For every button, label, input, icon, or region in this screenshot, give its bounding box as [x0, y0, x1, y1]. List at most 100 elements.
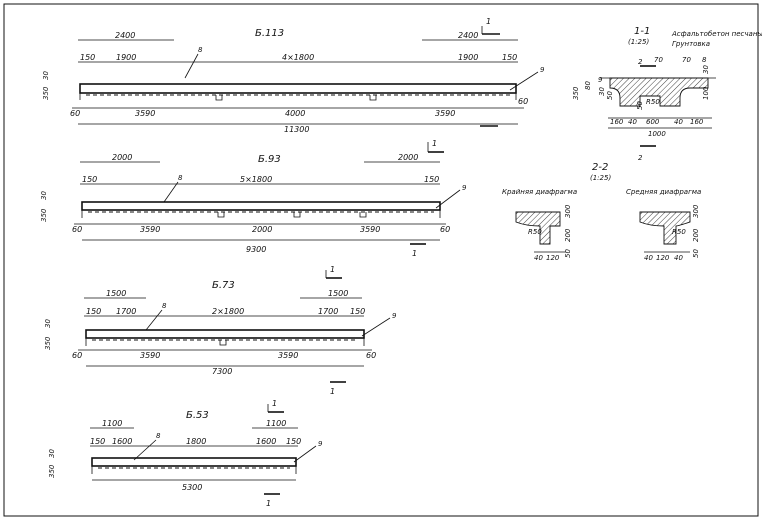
section-2-2-edge-label: Крайняя диафрагма [502, 188, 577, 196]
b113-sub-150a: 150 [80, 53, 95, 62]
b113-bottom-60b: 60 [518, 97, 528, 106]
b93-bottom-3590b: 3590 [360, 225, 380, 234]
b73-callout-9: 9 [392, 312, 397, 320]
b93-bottom-60a: 60 [72, 225, 82, 234]
b113-callout-9: 9 [540, 66, 545, 74]
b53-callout-8: 8 [156, 432, 161, 440]
b73-mark-top: 1 [330, 265, 335, 274]
section-1-1-note-top: Асфальтобетон песчаный- [671, 30, 762, 38]
b93-bottom-60b: 60 [440, 225, 450, 234]
b93-side-30: 30 [40, 191, 48, 200]
mid-300: 300 [692, 204, 700, 218]
b53-sub-150a: 150 [90, 437, 105, 446]
edge-40: 40 [534, 254, 543, 262]
b93-right-dim: 2000 [398, 153, 418, 162]
section-1-1-radius: R50 [646, 98, 660, 106]
section-1-1-80: 80 [584, 81, 592, 90]
b73-sub-1700a: 1700 [116, 307, 136, 316]
b53-mark-top: 1 [272, 399, 277, 408]
beam-b93-title: Б.93 [258, 154, 281, 165]
b53-mark-bottom: 1 [266, 499, 271, 508]
section-1-1-b40b: 40 [674, 118, 683, 126]
b73-bottom-60b: 60 [366, 351, 376, 360]
b53-right-dim: 1100 [266, 419, 286, 428]
mid-diaphragm-shape [639, 211, 691, 245]
mid-40b: 40 [674, 254, 683, 262]
b93-sub-5x1800: 5×1800 [240, 175, 272, 184]
b73-left-dim: 1500 [106, 289, 126, 298]
mid-radius: R50 [672, 228, 686, 236]
b73-sub-2x1800: 2×1800 [212, 307, 244, 316]
b53-sub-1600b: 1600 [256, 437, 276, 446]
section-1-1-right-100: 100 [702, 86, 710, 100]
b93-side-350: 350 [40, 208, 48, 222]
section-1-1-center-50: 50 [636, 101, 644, 110]
b73-sub-150b: 150 [350, 307, 365, 316]
b113-callout-8: 8 [198, 46, 203, 54]
b113-right-dim: 2400 [458, 31, 478, 40]
edge-radius: R50 [528, 228, 542, 236]
b73-sub-1700b: 1700 [318, 307, 338, 316]
b93-callout-8: 8 [178, 174, 183, 182]
b113-sub-4x1800: 4×1800 [282, 53, 314, 62]
b53-sub-1800: 1800 [186, 437, 206, 446]
section-1-1-350: 350 [572, 86, 580, 100]
b113-bottom-4000: 4000 [285, 109, 305, 118]
section-1-1-width: 1000 [648, 130, 666, 138]
b113-bottom-3590a: 3590 [135, 109, 155, 118]
edge-300: 300 [564, 204, 572, 218]
b53-total: 5300 [182, 483, 202, 492]
section-1-1-b160b: 160 [690, 118, 704, 126]
mid-200: 200 [692, 228, 700, 242]
section-1-1-9: 9 [598, 76, 603, 84]
section-1-1-title: 1-1 [634, 26, 650, 37]
b113-sub-150b: 150 [502, 53, 517, 62]
b73-side-30: 30 [44, 319, 52, 328]
section-1-1-dim-70a: 70 [654, 56, 663, 64]
section-1-1-mark-bottom: 2 [638, 154, 643, 162]
section-1-1-50: 50 [606, 91, 614, 100]
b73-bottom-60a: 60 [72, 351, 82, 360]
section-1-1-right-30: 30 [702, 65, 710, 74]
beam-b53: Б.53 1 1100 1100 150 1600 1800 1600 150 … [48, 399, 323, 508]
section-1-1-b40a: 40 [628, 118, 637, 126]
b73-bottom-3590a: 3590 [140, 351, 160, 360]
b113-sub-1900a: 1900 [116, 53, 136, 62]
b73-mark-bottom: 1 [330, 387, 335, 396]
b53-side-350: 350 [48, 464, 56, 478]
b113-left-dim: 2400 [115, 31, 135, 40]
b113-bottom-3590b: 3590 [435, 109, 455, 118]
b53-left-dim: 1100 [102, 419, 122, 428]
b93-sub-150b: 150 [424, 175, 439, 184]
section-2-2-title: 2-2 [592, 162, 608, 173]
beam-b73: Б.73 1 1500 1500 150 1700 2×1800 1700 15… [44, 265, 397, 396]
section-1-1-scale: (1:25) [628, 38, 649, 46]
edge-200: 200 [564, 228, 572, 242]
section-2-2: 2-2 (1:25) Крайняя диафрагма Средняя диа… [502, 162, 701, 262]
beam-b73-title: Б.73 [212, 280, 235, 291]
b73-total: 7300 [212, 367, 232, 376]
b53-side-30: 30 [48, 449, 56, 458]
section-2-2-scale: (1:25) [590, 174, 611, 182]
b93-mark-bottom: 1 [412, 249, 417, 258]
section-1-1-b600: 600 [646, 118, 660, 126]
edge-50: 50 [564, 249, 572, 258]
b113-side-30: 30 [42, 71, 50, 80]
section-1-1-b160a: 160 [610, 118, 624, 126]
section-1-1-dim-8: 8 [702, 56, 707, 64]
b53-sub-150b: 150 [286, 437, 301, 446]
b93-sub-150a: 150 [82, 175, 97, 184]
b73-callout-8: 8 [162, 302, 167, 310]
b73-right-dim: 1500 [328, 289, 348, 298]
b93-total: 9300 [246, 245, 266, 254]
b73-sub-150a: 150 [86, 307, 101, 316]
edge-diaphragm-shape [515, 211, 561, 245]
mid-120: 120 [656, 254, 670, 262]
section-1-1-30: 30 [598, 87, 606, 96]
beam-b113-title: Б.113 [255, 28, 284, 39]
b53-sub-1600a: 1600 [112, 437, 132, 446]
b53-callout-9: 9 [318, 440, 323, 448]
beam-b93: Б.93 1 2000 2000 150 5×1800 150 8 9 350 … [40, 139, 467, 258]
mid-40a: 40 [644, 254, 653, 262]
